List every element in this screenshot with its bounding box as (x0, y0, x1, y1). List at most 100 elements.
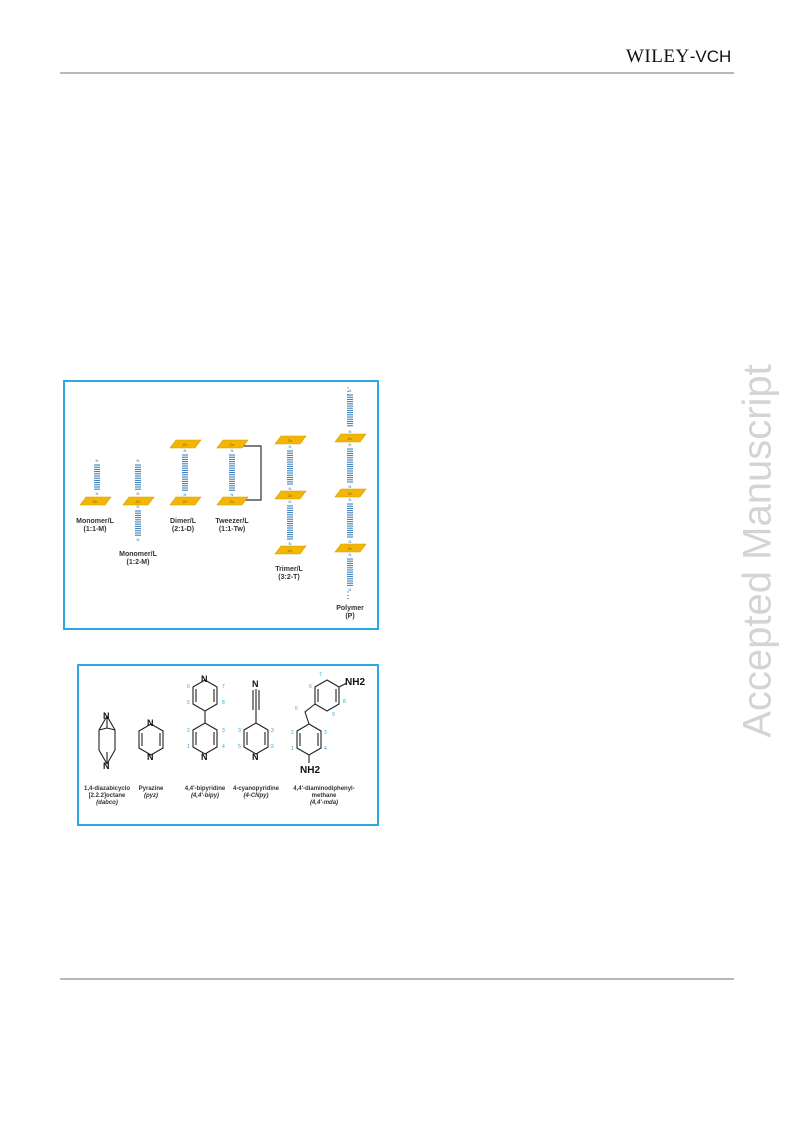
svg-text:N: N (289, 486, 292, 491)
svg-text:7: 7 (222, 684, 225, 690)
bipy-name-1: 4,4'-bipyridine (185, 786, 226, 792)
svg-text:2: 2 (291, 730, 294, 736)
svg-text:N: N (137, 504, 140, 509)
svg-text:N: N (349, 552, 352, 557)
svg-text:N: N (231, 492, 234, 497)
label-monomer-1-1-code: (1:1-M) (84, 526, 107, 533)
svg-text:Zn: Zn (288, 438, 293, 443)
publisher-suffix: -VCH (689, 47, 732, 66)
svg-text:3: 3 (271, 728, 274, 734)
bipy-n-top: N (201, 674, 208, 684)
ligand-linker: NN (347, 388, 353, 434)
bipy-n-bottom: N (201, 752, 208, 762)
zn-porphyrin-plate: Zn (274, 545, 307, 555)
ligand-linker: NN (287, 499, 293, 546)
ligand-linker: NN (347, 442, 353, 489)
svg-text:Zn: Zn (230, 442, 235, 447)
svg-text:N: N (349, 497, 352, 502)
watermark-text: Accepted Manuscript (735, 364, 780, 738)
svg-text:N: N (349, 539, 352, 544)
zn-porphyrin-plate: Zn (216, 496, 249, 506)
svg-text:5: 5 (295, 706, 298, 712)
svg-text:1: 1 (187, 744, 190, 750)
svg-text:N: N (137, 491, 140, 496)
svg-text:N: N (231, 448, 234, 453)
mda-name-2: methane (312, 793, 337, 799)
footer-rule (60, 978, 734, 980)
dabco-structure (98, 715, 116, 765)
label-trimer-name: Trimer/L (275, 566, 303, 573)
label-monomer-1-2-code: (1:2-M) (127, 559, 150, 566)
cyanopyridine-ring (243, 711, 269, 755)
pyz-name-1: Pyrazine (139, 786, 164, 792)
zn-porphyrin-plate: Zn (169, 496, 202, 506)
mda-nh2-bottom: NH2 (300, 765, 320, 776)
svg-text:Zn: Zn (288, 493, 293, 498)
svg-text:N: N (289, 541, 292, 546)
svg-text:N: N (289, 499, 292, 504)
dabco-name-1: 1,4-diazabicyclo (84, 786, 130, 792)
svg-text:Zn: Zn (183, 499, 188, 504)
svg-text:5: 5 (187, 700, 190, 706)
bipy-name-2: (4,4'-bipy) (191, 793, 219, 799)
dabco-n-bottom: N (103, 761, 110, 771)
bipy-bottom-ring (192, 722, 218, 755)
mda-abbr: (4,4'-mda) (310, 800, 338, 806)
polymer-ellipsis-bottom: ⋮ (344, 590, 353, 600)
svg-text:5: 5 (238, 744, 241, 750)
svg-text:Zn: Zn (93, 499, 98, 504)
accepted-manuscript-watermark: Accepted Manuscript (728, 326, 788, 776)
ligand-linker: NN (94, 458, 100, 496)
cyano-n: N (252, 679, 259, 689)
publisher-logo: WILEY-VCH (626, 46, 731, 68)
bipy-top-ring (192, 679, 218, 712)
ligand-linker: NN (287, 444, 293, 491)
dabco-abbr: (dabco) (96, 800, 118, 806)
svg-text:N: N (184, 448, 187, 453)
svg-text:Zn: Zn (230, 499, 235, 504)
zn-porphyrin-plate: Zn (216, 439, 249, 449)
svg-text:N: N (184, 492, 187, 497)
ligand-linker: NN (347, 497, 353, 544)
svg-text:3: 3 (238, 728, 241, 734)
svg-text:4: 4 (222, 744, 225, 750)
label-polymer-code: (P) (345, 613, 354, 620)
label-monomer-1-1-name: Monomer/L (76, 518, 114, 525)
pyz-n-top: N (147, 718, 154, 728)
ligand-linker: NN (135, 458, 141, 496)
svg-text:Zn: Zn (288, 548, 293, 553)
dabco-n-top: N (103, 711, 110, 721)
pyrazine-ring (138, 723, 164, 756)
cnpy-name-1: 4-cyanopyridine (233, 786, 280, 792)
label-dimer-name: Dimer/L (170, 518, 197, 525)
svg-text:N: N (349, 587, 352, 592)
svg-text:6: 6 (187, 684, 190, 690)
mda-name-1: 4,4'-diaminodiphenyl- (293, 786, 354, 792)
svg-text:Zn: Zn (348, 491, 353, 496)
ligand-linker: NN (229, 448, 235, 497)
publisher-wordmark: WILEY (626, 46, 690, 67)
label-tweezer-code: (1:1-Tw) (219, 526, 245, 533)
pyz-n-bottom: N (147, 752, 154, 762)
svg-text:3: 3 (222, 728, 225, 734)
ligand-linker: NN (135, 504, 141, 542)
zn-porphyrin-plate: Zn (274, 435, 307, 445)
assembly-diagram: Monomer/L (1:1-M) Monomer/L (1:2-M) Dime… (76, 386, 367, 620)
figure-assembly-motifs: Monomer/L (1:1-M) Monomer/L (1:2-M) Dime… (63, 380, 379, 630)
zn-porphyrin-plate: Zn (334, 543, 367, 553)
svg-text:Zn: Zn (348, 546, 353, 551)
svg-text:8: 8 (222, 700, 225, 706)
zn-porphyrin-plate: Zn (334, 488, 367, 498)
label-monomer-1-2-name: Monomer/L (119, 551, 157, 558)
ligand-linker: NN (182, 448, 188, 497)
svg-text:N: N (137, 537, 140, 542)
svg-text:N: N (349, 442, 352, 447)
svg-text:N: N (289, 444, 292, 449)
zn-porphyrin-plate: Zn (169, 439, 202, 449)
svg-text:3: 3 (324, 730, 327, 736)
cyanopy-n: N (252, 752, 259, 762)
svg-text:8: 8 (343, 699, 346, 705)
mda-bottom-ring (296, 723, 322, 763)
label-polymer-name: Polymer (336, 605, 364, 612)
